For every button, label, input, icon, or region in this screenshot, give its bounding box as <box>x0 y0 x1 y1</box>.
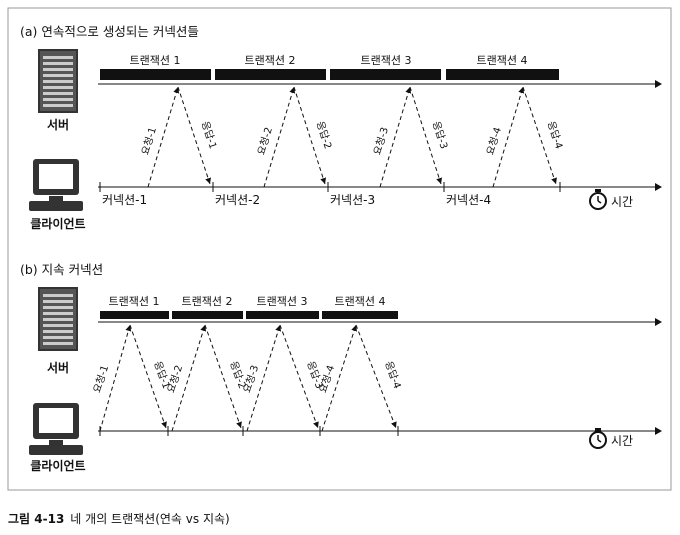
client-label: 클라이언트 <box>30 458 85 473</box>
client-ticks <box>99 182 561 192</box>
transaction-bar <box>172 311 243 319</box>
transaction-bar <box>322 311 398 319</box>
transaction-label: 트랜잭션 1 <box>130 54 181 67</box>
stopwatch-icon <box>589 428 607 449</box>
request-label: 요청-2 <box>255 126 275 157</box>
caption-number: 그림 4-13 <box>8 512 64 526</box>
transaction-bar <box>330 69 441 80</box>
response-label: 응답-2 <box>314 120 334 151</box>
time-label: 시간 <box>611 195 633 209</box>
transaction-label: 트랜잭션 4 <box>477 54 528 67</box>
computer-icon <box>29 403 83 455</box>
message-arrows <box>147 86 557 188</box>
response-label: 응답-3 <box>430 120 450 151</box>
server-label: 서버 <box>47 360 69 375</box>
response-label: 응답-1 <box>199 120 219 151</box>
server-timeline-arrow <box>655 318 662 326</box>
transaction-bar <box>446 69 559 80</box>
connection-label: 커넥션-2 <box>215 193 260 207</box>
figure-frame <box>7 7 672 491</box>
response-label: 응답-4 <box>545 120 565 151</box>
transaction-bar <box>100 69 211 80</box>
stopwatch-icon <box>589 189 607 210</box>
transaction-label: 트랜잭션 3 <box>257 295 308 308</box>
transaction-bar <box>100 311 169 319</box>
computer-icon <box>29 159 83 211</box>
server-icon <box>38 287 78 351</box>
caption-text: 네 개의 트랜잭션(연속 vs 지속) <box>70 512 229 526</box>
transaction-label: 트랜잭션 1 <box>109 295 160 308</box>
message-arrows <box>99 324 397 432</box>
transaction-bars <box>100 311 398 319</box>
transaction-label: 트랜잭션 4 <box>335 295 386 308</box>
connection-label: 커넥션-1 <box>102 193 147 207</box>
panel-b-title: (b) 지속 커넥션 <box>20 262 103 277</box>
transaction-bars <box>100 69 559 80</box>
request-label: 요청-1 <box>91 364 111 395</box>
request-label: 요청-1 <box>139 126 159 157</box>
connection-label: 커넥션-3 <box>330 193 375 207</box>
time-label: 시간 <box>611 434 633 448</box>
panel-b: (b) 지속 커넥션 서버 클라이언트 <box>20 262 662 473</box>
transaction-bar <box>246 311 319 319</box>
transaction-label: 트랜잭션 2 <box>245 54 296 67</box>
server-timeline-arrow <box>655 80 662 88</box>
connection-label: 커넥션-4 <box>446 193 491 207</box>
transaction-label: 트랜잭션 2 <box>182 295 233 308</box>
figure-caption: 그림 4-13 네 개의 트랜잭션(연속 vs 지속) <box>8 512 230 526</box>
request-label: 요청-4 <box>484 126 504 157</box>
transaction-bar <box>215 69 326 80</box>
server-icon <box>38 49 78 113</box>
request-label: 요청-3 <box>371 126 391 157</box>
response-label: 응답-4 <box>382 360 403 391</box>
client-timeline-arrow <box>655 183 662 191</box>
client-timeline-arrow <box>655 427 662 435</box>
client-ticks <box>99 426 399 436</box>
panel-a: (a) 연속적으로 생성되는 커넥션들 서버 <box>20 24 662 231</box>
client-label: 클라이언트 <box>30 216 85 231</box>
transaction-label: 트랜잭션 3 <box>361 54 412 67</box>
panel-a-title: (a) 연속적으로 생성되는 커넥션들 <box>20 24 199 39</box>
server-label: 서버 <box>47 117 69 132</box>
